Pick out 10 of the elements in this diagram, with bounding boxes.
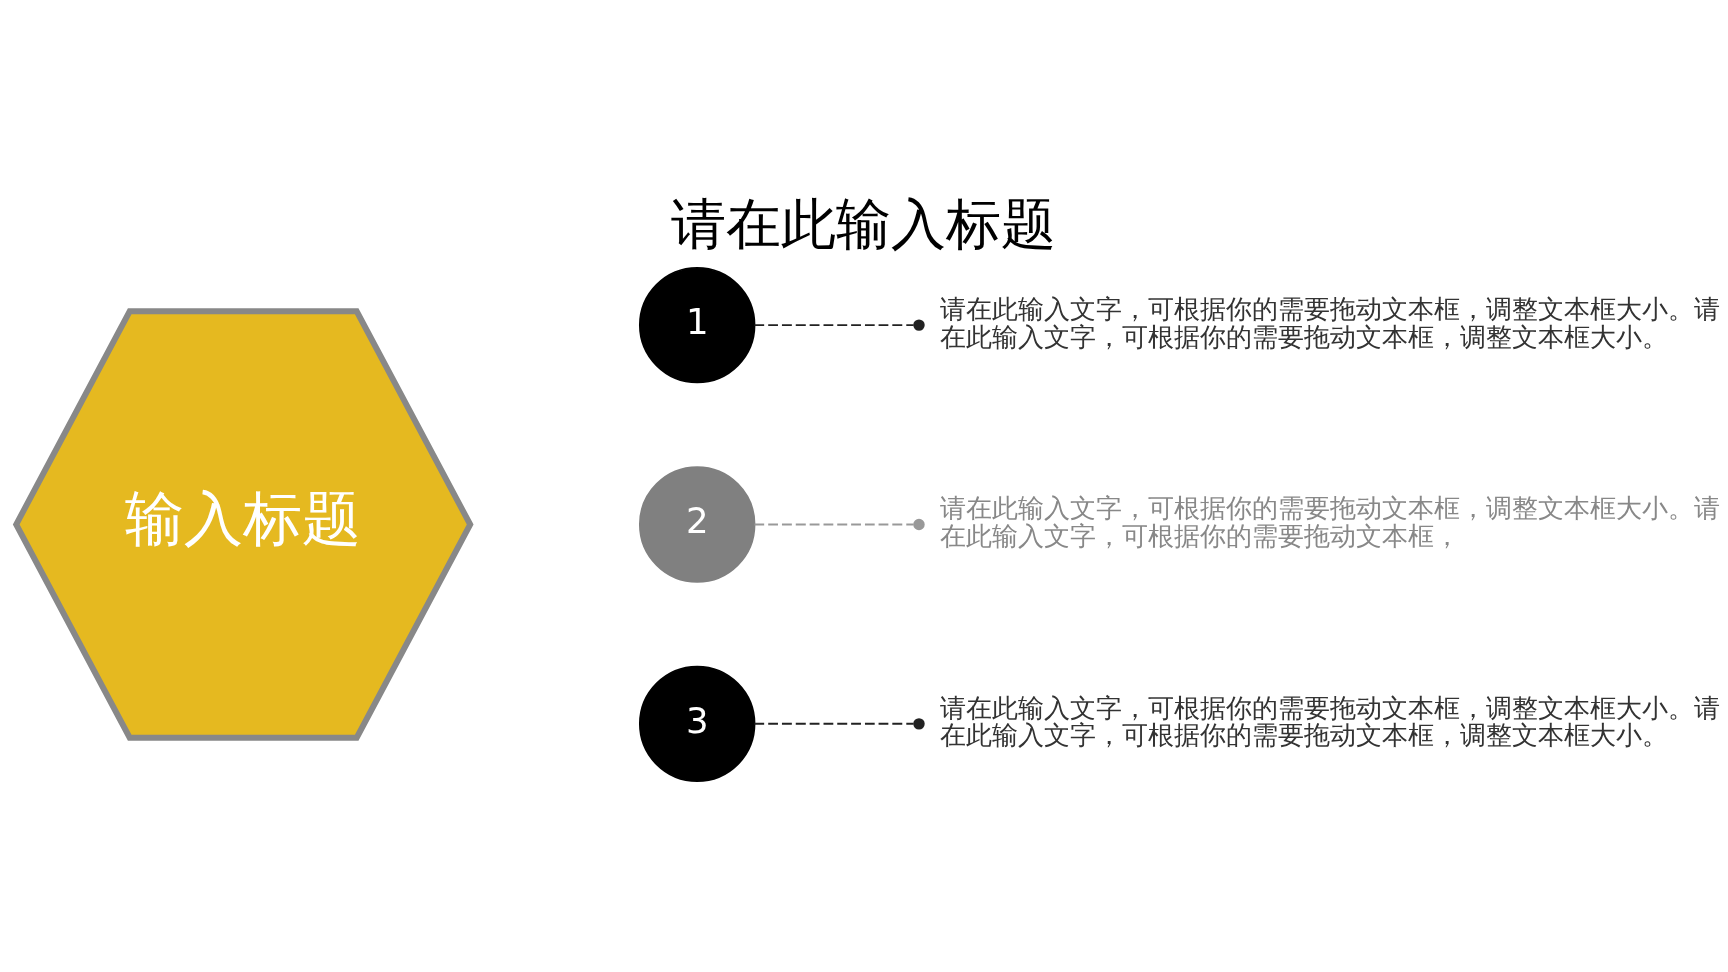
node-circle: 3 — [638, 665, 756, 783]
connector — [753, 718, 925, 730]
connector — [753, 518, 925, 531]
diagram-title: 请在此输入标题 — [671, 192, 1057, 257]
node-text: 请在此输入文字，可根据你的需要拖动文本框，调整文本框大小。请在此输入文字，可根据你的需要拖动文本框， — [940, 493, 1720, 552]
node-text: 请在此输入文字，可根据你的需要拖动文本框，调整文本框大小。请在此输入文字，可根据你的需要拖动文本框，调整文本框大小。 — [940, 692, 1720, 751]
connector — [753, 319, 925, 331]
node-circle: 1 — [638, 266, 756, 384]
node-circle: 2 — [638, 466, 756, 583]
node-text: 请在此输入文字，可根据你的需要拖动文本框，调整文本框大小。请在此输入文字，可根据你的需要拖动文本框，调整文本框大小。 — [940, 294, 1720, 352]
